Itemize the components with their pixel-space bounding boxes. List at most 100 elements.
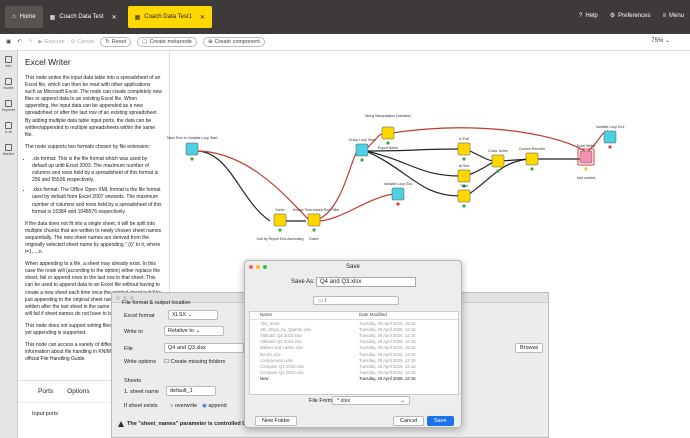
rail-item-nodes[interactable]: Nodes (0, 73, 17, 95)
save-file-dialog: Save Save As: Q4 and Q3.xlsx ▭ / Name Da… (244, 260, 462, 428)
create-folders-checkbox[interactable]: ☐ Create missing folders (164, 359, 226, 365)
cancel-button[interactable]: Cancel (393, 416, 425, 426)
node-status-light (608, 145, 612, 149)
cross-joiner-node[interactable] (491, 154, 505, 168)
in-port-node[interactable] (457, 142, 471, 156)
nodes-icon (5, 78, 12, 85)
create-metanode-button[interactable]: ▢Create metanode (137, 37, 197, 47)
help-icon: ? (579, 12, 583, 19)
window-close-icon[interactable] (116, 296, 120, 300)
column-header-date[interactable]: Date Modified (359, 312, 387, 317)
string-manipulation-node[interactable] (381, 126, 395, 140)
create-component-button[interactable]: ⊕Create component (202, 37, 265, 47)
node-status-light (278, 228, 282, 232)
close-icon[interactable]: ✕ (111, 14, 117, 21)
excel-writer-node[interactable] (579, 150, 593, 164)
window-zoom-icon[interactable] (130, 296, 134, 300)
window-minimize-icon[interactable] (256, 265, 260, 269)
save-as-input[interactable]: Q4 and Q3.xlsx (316, 277, 416, 287)
chevron-down-icon: ⌄ (195, 328, 201, 334)
loop-start-node[interactable] (185, 142, 199, 156)
execute-button[interactable]: ▶Execute (38, 39, 65, 45)
cancel-button[interactable]: ⊘Cancel (70, 39, 95, 45)
node-label: At Sea (458, 164, 470, 168)
sorter-node[interactable] (273, 213, 287, 227)
new-folder-button[interactable]: New Folder (255, 416, 298, 426)
workflow-toolbar: ▣ ↶ ↷ ▶Execute ⊘Cancel ↻Reset ▢Create me… (0, 34, 690, 51)
tab-coach-data-test1[interactable]: ▦ Coach Data Test1 ✕ (127, 6, 212, 28)
selected-node-frame (577, 148, 595, 166)
rail-item-kai[interactable]: K-AI (0, 117, 17, 139)
column-resorter-node[interactable] (525, 152, 539, 166)
append-radio[interactable]: ◉ append (202, 403, 227, 409)
save-as-label: Save As: (291, 279, 315, 285)
write-options-label: Write options (124, 359, 156, 365)
sheet-name-input[interactable]: default_1 (166, 386, 216, 396)
file-path-input[interactable]: Q4 and Q3.xlsx (164, 343, 244, 353)
folder-select[interactable]: ▭ / (313, 296, 399, 305)
overwrite-radio[interactable]: ○ overwrite (170, 403, 198, 409)
connection-line (195, 150, 271, 222)
menu-button[interactable]: ≡Menu (662, 12, 684, 19)
tab-ports[interactable]: Ports (38, 388, 54, 395)
window-zoom-icon[interactable] (263, 265, 267, 269)
at-sea-node[interactable] (457, 169, 471, 183)
preferences-button[interactable]: ⚙Preferences (609, 12, 651, 20)
tab-coach-data-test[interactable]: ▦ Coach Data Test ✕ (49, 14, 117, 21)
variable-loop-end-node[interactable] (603, 130, 617, 144)
list-item: .xlsx format: The Office Open XML format… (32, 187, 162, 215)
rail-item-info[interactable]: Info (0, 51, 17, 73)
row-filter-node[interactable] (307, 213, 321, 227)
description-paragraph: When appending to a file, a sheet may al… (25, 261, 162, 317)
close-icon[interactable]: ✕ (199, 14, 205, 21)
window-minimize-icon[interactable] (123, 296, 127, 300)
excel-format-label: Excel format (124, 313, 155, 319)
browse-button[interactable]: Browse (515, 343, 544, 353)
file-format-label: File Format: (309, 398, 339, 404)
tab-home[interactable]: ⌂ Home (5, 6, 43, 28)
total-node[interactable] (457, 189, 471, 203)
tab-options[interactable]: Options (67, 388, 90, 395)
file-date: Tuesday, 29 April 2025, 12:16 (359, 320, 416, 326)
rail-item-explorer[interactable]: Explorer (0, 95, 17, 117)
file-list[interactable]: Name Date Modified .DS_Store Tuesday, 29 … (249, 311, 459, 395)
excel-format-select[interactable]: XLSX ⌄ (168, 310, 218, 320)
file-name: .DS_Store (260, 320, 280, 326)
save-button[interactable]: Save (427, 416, 454, 426)
file-name: Compare Q4 2023.xlsx (260, 363, 304, 369)
group-loop-node[interactable] (355, 143, 369, 157)
zoom-selector[interactable]: 75% ⌄ (651, 38, 670, 44)
node-status-light (462, 184, 466, 188)
explorer-icon (5, 100, 12, 107)
window-close-icon[interactable] (249, 265, 253, 269)
rail-item-monitor[interactable]: Monitor (0, 139, 17, 161)
kai-icon (5, 122, 12, 129)
help-button[interactable]: ?Help (579, 12, 598, 19)
list-item[interactable]: .DS_Store Tuesday, 29 April 2025, 12:16 (250, 320, 458, 326)
column-header-name[interactable]: Name (260, 312, 273, 317)
file-name: AB_Ships_by_Quarter.xlsx (260, 326, 312, 332)
file-format-select[interactable]: *.xlsx ⌄ (332, 396, 410, 405)
redo-icon[interactable]: ↷ (27, 39, 33, 45)
file-name: AllBoats Q4 2023.xlsx (260, 332, 303, 338)
file-name: AllBoats Q4 2024.xlsx (260, 339, 303, 345)
metanode-icon: ▢ (142, 39, 148, 45)
save-icon[interactable]: ▣ (6, 39, 12, 45)
variable-loop-end-node[interactable] (391, 187, 405, 201)
write-to-select[interactable]: Relative to ⌄ (164, 326, 224, 336)
sheet-name-label: 1. sheet name (124, 389, 159, 395)
node-label: Sorter (275, 208, 285, 212)
connection-line (500, 158, 531, 162)
undo-icon[interactable]: ↶ (17, 39, 22, 45)
node-status-light (396, 202, 400, 206)
reset-button[interactable]: ↻Reset (100, 37, 132, 47)
